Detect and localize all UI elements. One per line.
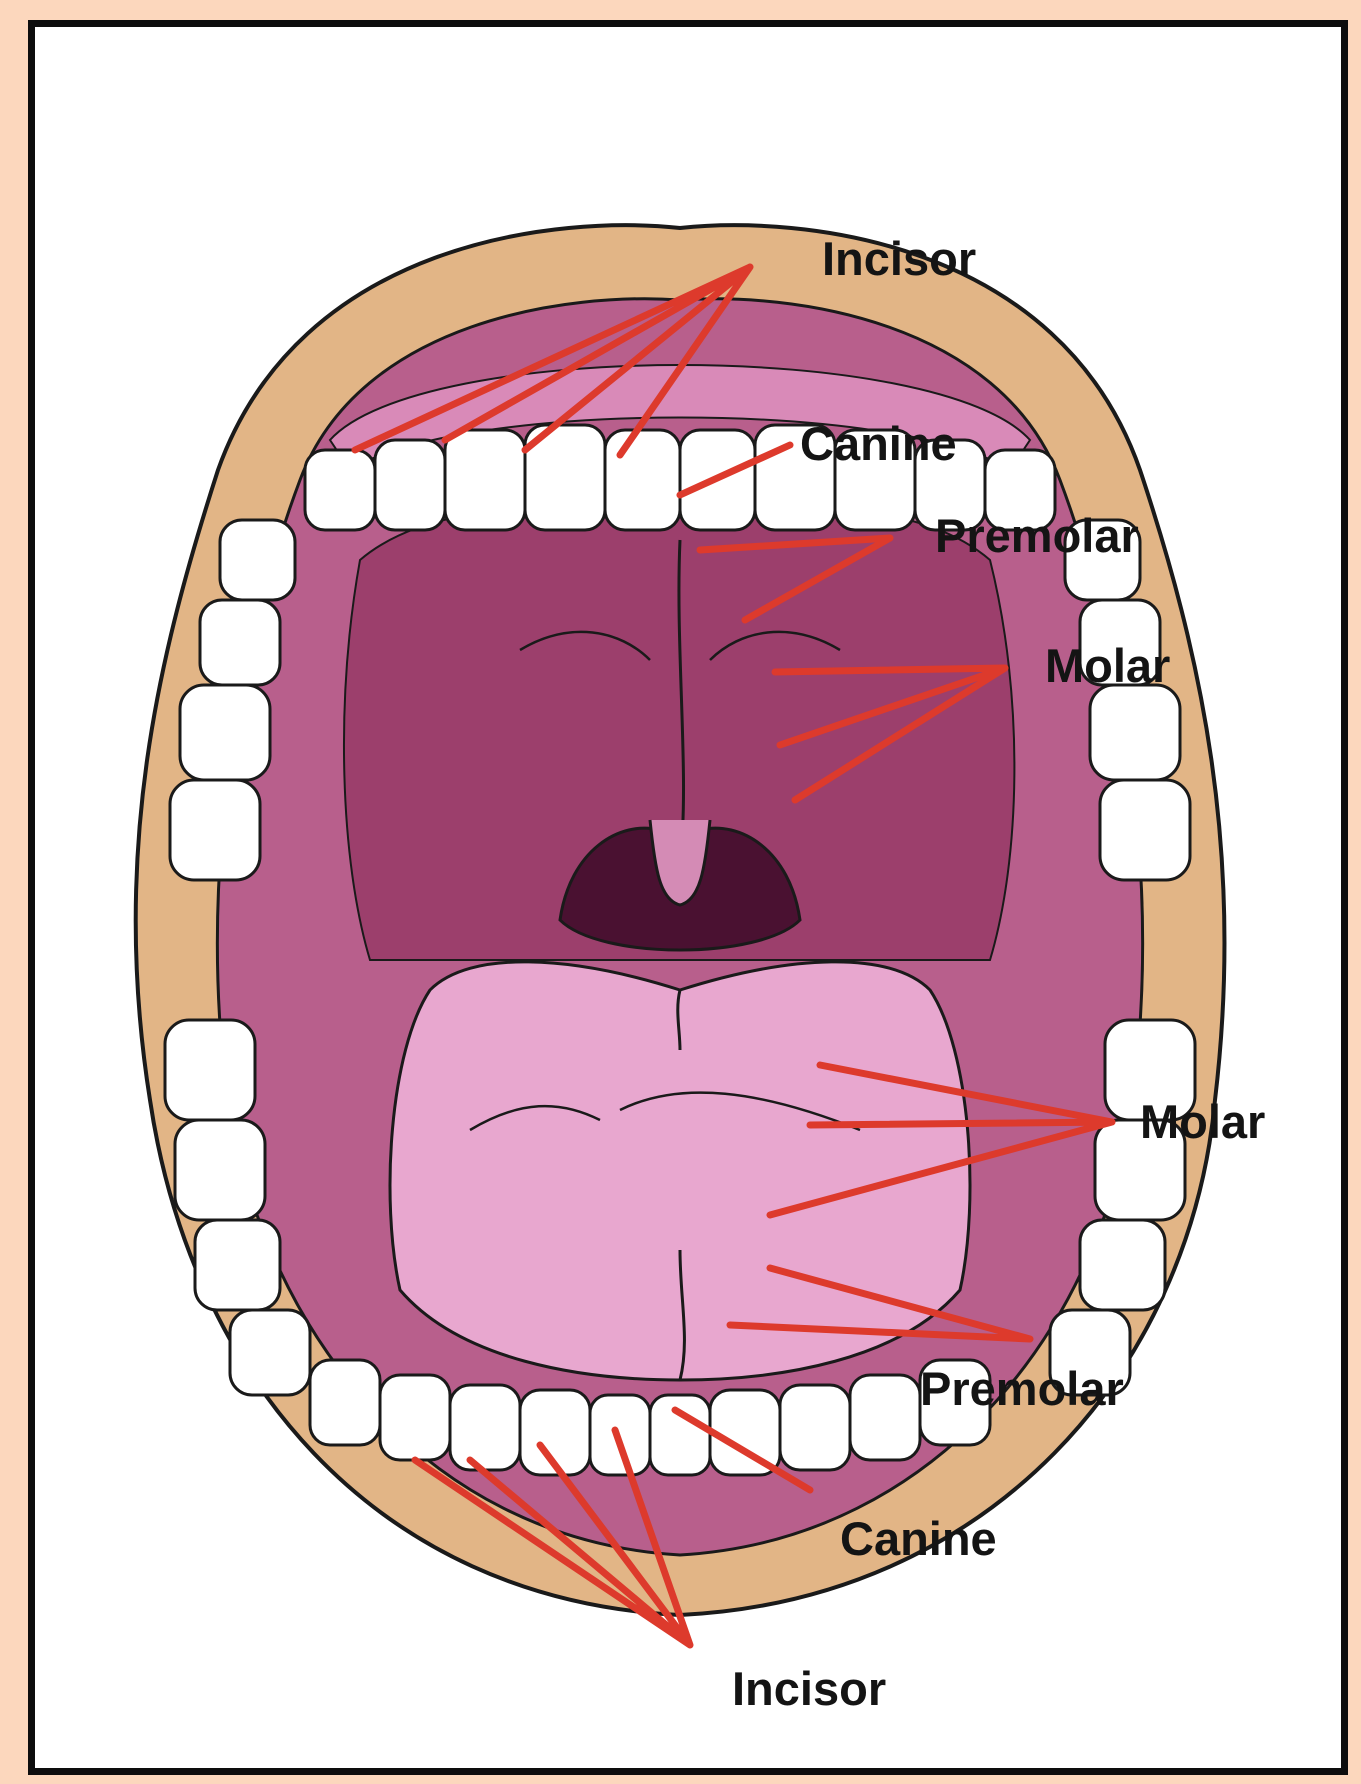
tongue bbox=[390, 962, 970, 1380]
label-lower-canine: Canine bbox=[840, 1515, 997, 1562]
label-upper-molar: Molar bbox=[1045, 642, 1170, 689]
label-upper-premolar: Premolar bbox=[935, 512, 1139, 559]
label-upper-canine: Canine bbox=[800, 420, 957, 467]
label-lower-premolar: Premolar bbox=[920, 1365, 1124, 1412]
label-lower-molar: Molar bbox=[1140, 1098, 1265, 1145]
label-lower-incisor: Incisor bbox=[732, 1665, 886, 1712]
label-upper-incisor: Incisor bbox=[822, 235, 976, 282]
